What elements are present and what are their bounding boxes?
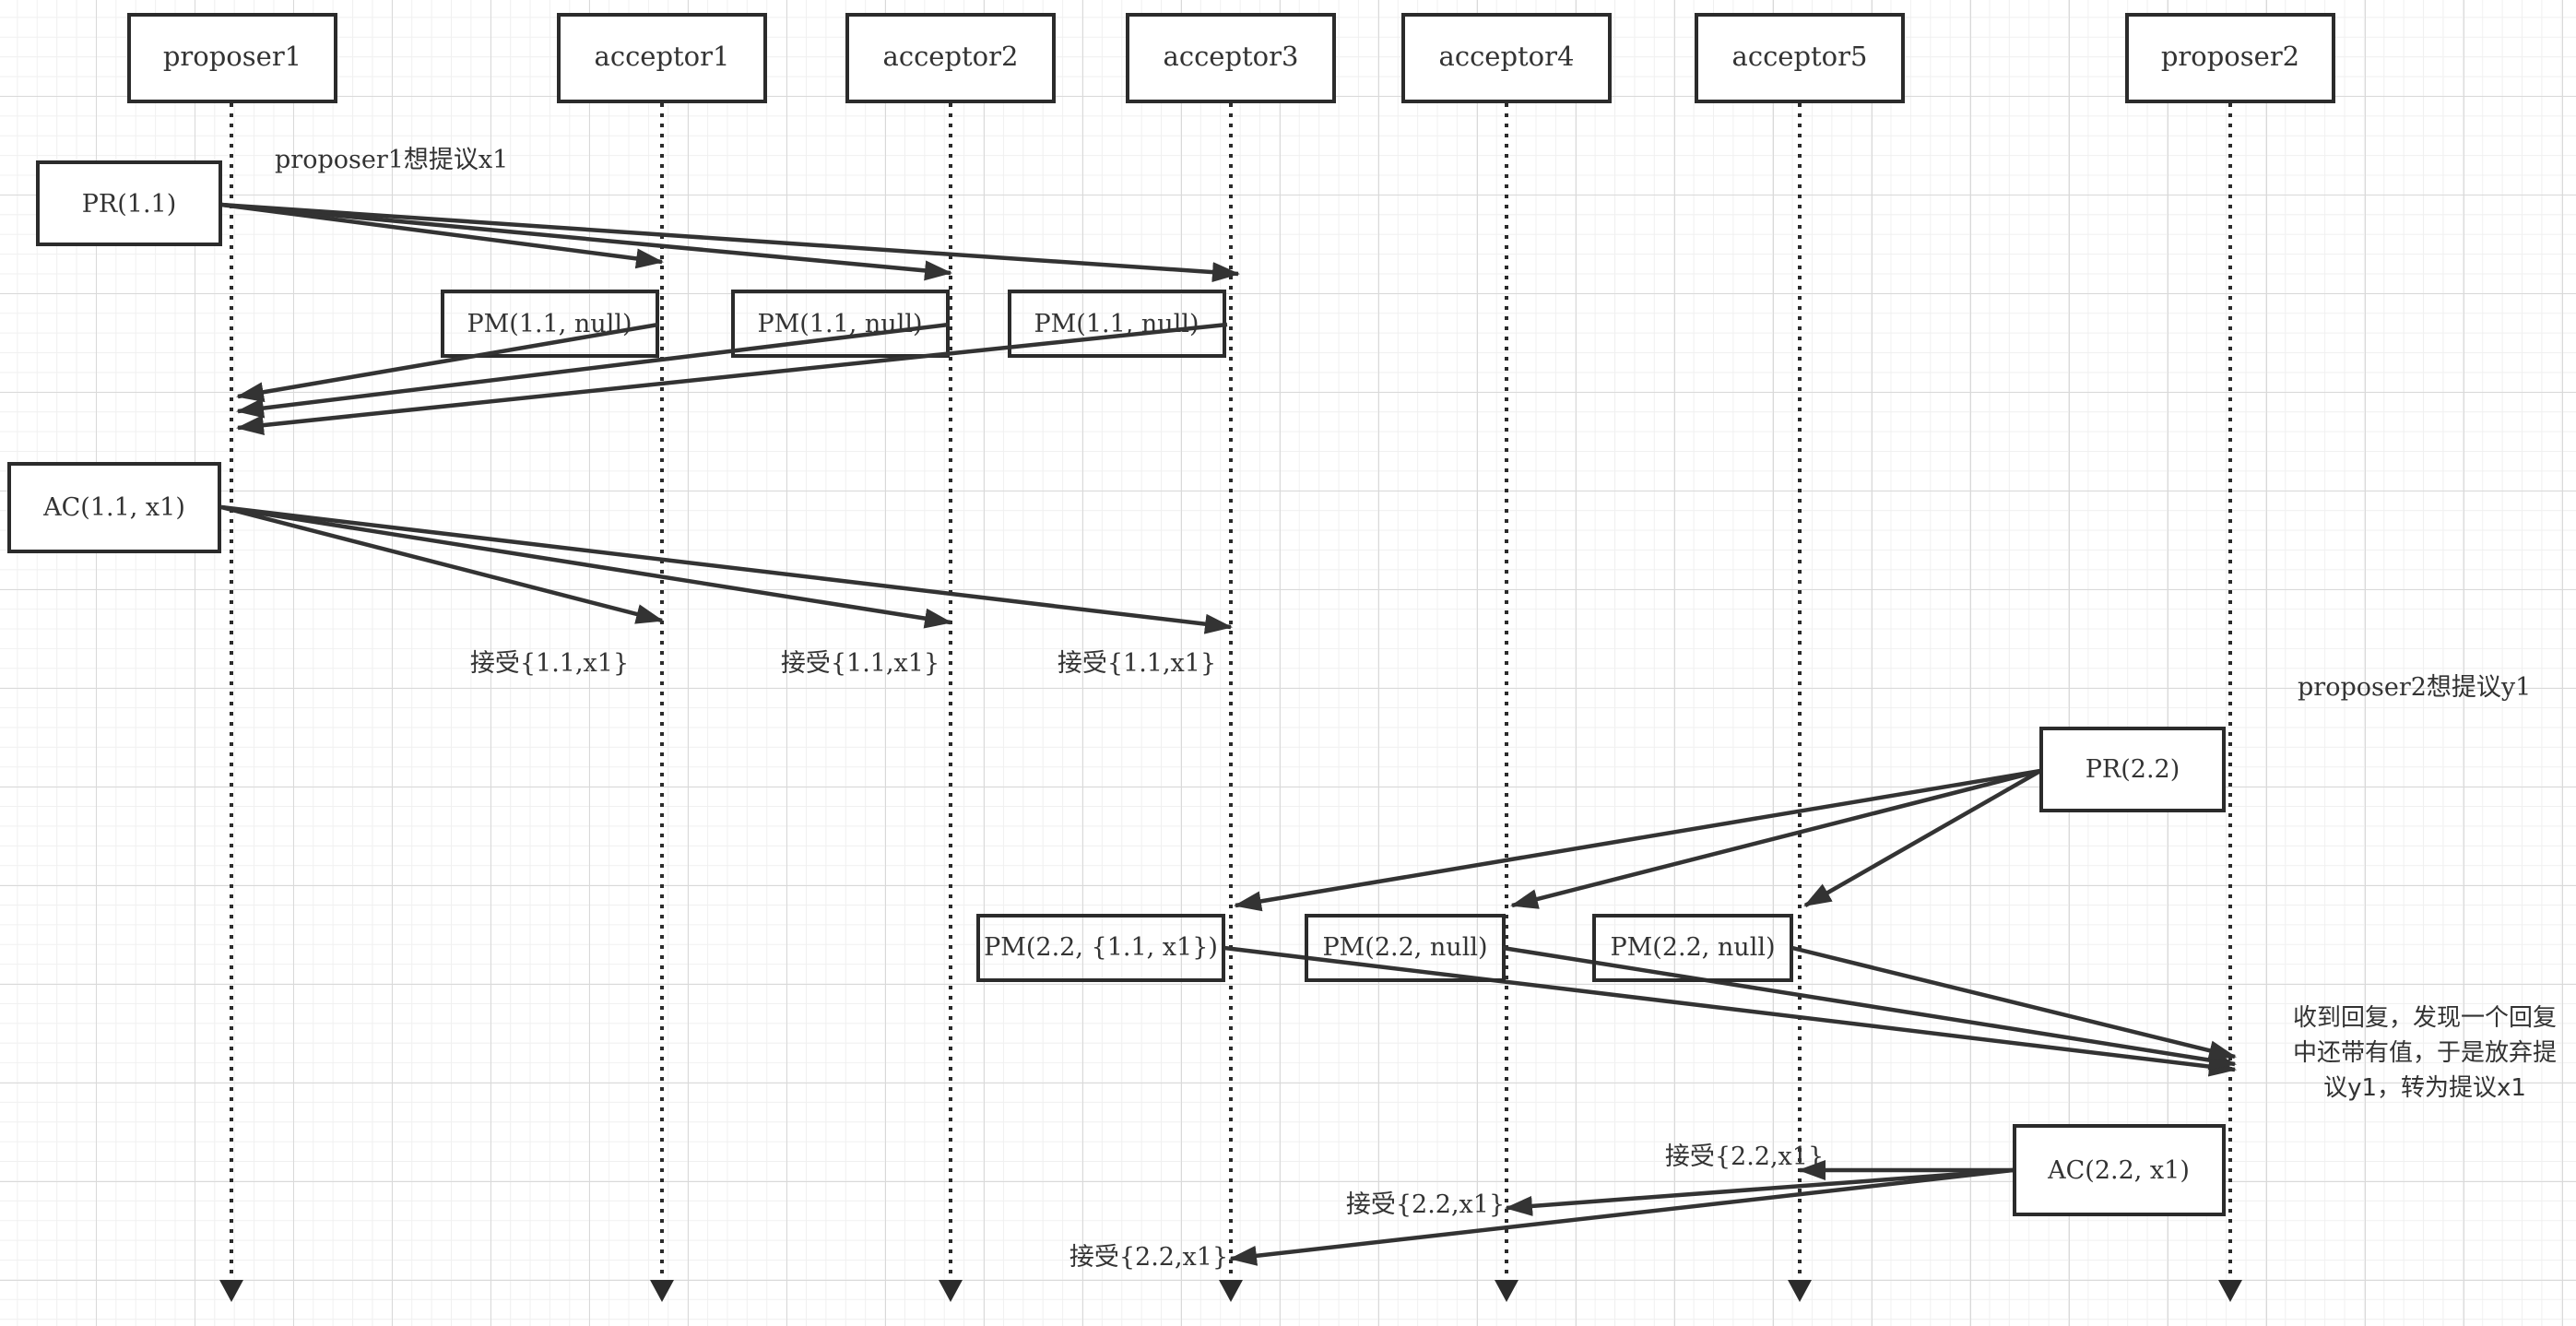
arrow-pm-2-2-from-acceptor5 [1791, 945, 2237, 1060]
participant-acceptor1[interactable]: acceptor1 [557, 13, 767, 103]
message-pm-2-2-acceptor4[interactable]: PM(2.2, null) [1305, 914, 2237, 1071]
accept-label-acceptor5-round2: 接受{2.2,x1} [1665, 1142, 1824, 1171]
arrow-pm-2-2-from-acceptor3 [1223, 945, 2237, 1077]
participant-acceptor3[interactable]: acceptor3 [1126, 13, 1336, 103]
message-label: AC(1.1, x1) [42, 493, 185, 522]
accept-label-acceptor4-round2: 接受{2.2,x1} [1346, 1190, 1505, 1219]
message-label: PR(2.2) [2086, 755, 2180, 784]
participant-acceptor5[interactable]: acceptor5 [1695, 13, 1905, 103]
arrow-pr-2-2-to-acceptor3 [1234, 768, 2041, 912]
arrow-ac-1-1-to-acceptor3 [220, 504, 1233, 634]
accept-label-acceptor2-round1: 接受{1.1,x1} [781, 649, 939, 678]
note-proposer1-intent: proposer1想提议x1 [275, 146, 508, 174]
accept-label-acceptor1-round1: 接受{1.1,x1} [470, 649, 629, 678]
participant-proposer2[interactable]: proposer2 [2125, 13, 2335, 103]
participant-label: proposer2 [2161, 41, 2299, 72]
message-ac-2-2[interactable]: AC(2.2, x1) [1229, 1124, 2226, 1266]
participant-label: acceptor2 [883, 41, 1019, 72]
message-pm-2-2-acceptor3[interactable]: PM(2.2, {1.1, x1}) [976, 914, 2237, 1077]
participant-acceptor2[interactable]: acceptor2 [845, 13, 1056, 103]
participant-label: proposer1 [163, 41, 301, 72]
message-label: PM(2.2, null) [1610, 933, 1775, 962]
arrow-pm-1-1-from-acceptor3 [236, 322, 1228, 436]
message-pm-1-1-acceptor3[interactable]: PM(1.1, null) [236, 290, 1228, 436]
participant-label: acceptor5 [1732, 41, 1868, 72]
arrow-ac-1-1-to-acceptor2 [220, 504, 952, 629]
message-pm-1-1-acceptor2[interactable]: PM(1.1, null) [236, 290, 950, 419]
participant-label: acceptor1 [595, 41, 730, 72]
arrow-pr-2-2-to-acceptor5 [1803, 769, 2042, 907]
lifelines [219, 103, 2242, 1302]
message-pr-1-1[interactable]: PR(1.1) [36, 160, 1240, 283]
arrow-pr-1-1-to-acceptor2 [220, 202, 952, 281]
accept-label-acceptor3-round2: 接受{2.2,x1} [1069, 1243, 1228, 1272]
message-label: PM(2.2, null) [1322, 933, 1487, 962]
message-label: PM(2.2, {1.1, x1}) [984, 933, 1218, 962]
participant-acceptor4[interactable]: acceptor4 [1401, 13, 1612, 103]
message-label: AC(2.2, x1) [2047, 1156, 2190, 1185]
message-label: PR(1.1) [82, 190, 177, 219]
note-proposer2-intent: proposer2想提议y1 [2298, 673, 2531, 702]
arrow-pm-1-1-from-acceptor1 [236, 322, 659, 403]
arrow-ac-2-2-to-acceptor4 [1505, 1167, 2014, 1216]
arrow-pr-2-2-to-acceptor4 [1510, 768, 2041, 909]
arrow-pm-1-1-from-acceptor2 [236, 322, 950, 419]
message-ac-1-1[interactable]: AC(1.1, x1) [7, 462, 1233, 634]
arrow-pr-1-1-to-acceptor3 [220, 202, 1240, 283]
participant-label: acceptor4 [1439, 41, 1575, 72]
arrow-pr-1-1-to-acceptor1 [220, 202, 664, 269]
note-line: 收到回复，发现一个回复 [2293, 1004, 2557, 1032]
message-pr-2-2[interactable]: PR(2.2) [1234, 727, 2226, 912]
message-label: PM(1.1, null) [757, 310, 922, 338]
note-line: 议y1，转为提议x1 [2323, 1074, 2526, 1102]
note-line: 中还带有值，于是放弃提 [2293, 1039, 2557, 1067]
note-proposer2-decision: 收到回复，发现一个回复 中还带有值，于是放弃提 议y1，转为提议x1 [2293, 1004, 2557, 1102]
participant-proposer1[interactable]: proposer1 [127, 13, 337, 103]
participant-label: acceptor3 [1164, 41, 1299, 72]
accept-label-acceptor3-round1: 接受{1.1,x1} [1058, 649, 1216, 678]
message-pm-2-2-acceptor5[interactable]: PM(2.2, null) [1592, 914, 2237, 1060]
arrow-ac-2-2-to-acceptor3 [1229, 1167, 2014, 1266]
arrow-pm-2-2-from-acceptor4 [1502, 945, 2237, 1071]
message-pm-1-1-acceptor1[interactable]: PM(1.1, null) [236, 290, 659, 403]
arrow-ac-1-1-to-acceptor1 [220, 504, 664, 624]
message-label: PM(1.1, null) [1034, 310, 1199, 338]
